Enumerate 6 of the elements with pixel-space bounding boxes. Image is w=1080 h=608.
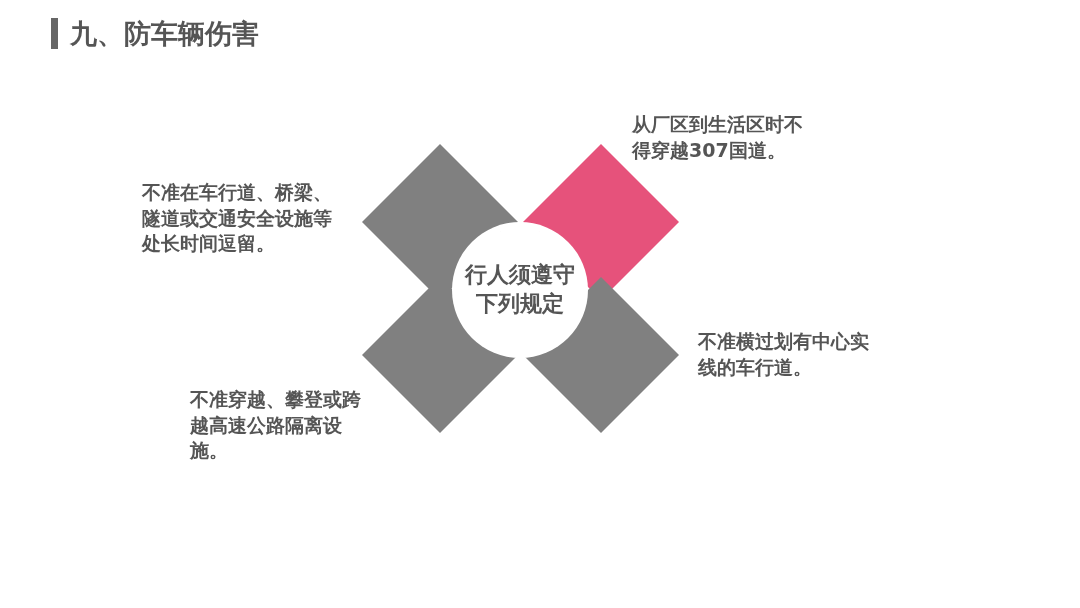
rule-text: 不准在车行道、桥梁、隧道或交通安全设施等处长时间逗留。 [142,180,333,257]
rule-text: 不准横过划有中心实线的车行道。 [698,329,870,380]
title: 九、防车辆伤害 [70,17,259,51]
circle-text: 行人须遵守下列规定 [463,261,576,318]
rule-text: 从厂区到生活区时不得穿越307国道。 [632,112,804,163]
rule-text: 不准穿越、攀登或跨越高速公路隔离设施。 [190,387,362,464]
